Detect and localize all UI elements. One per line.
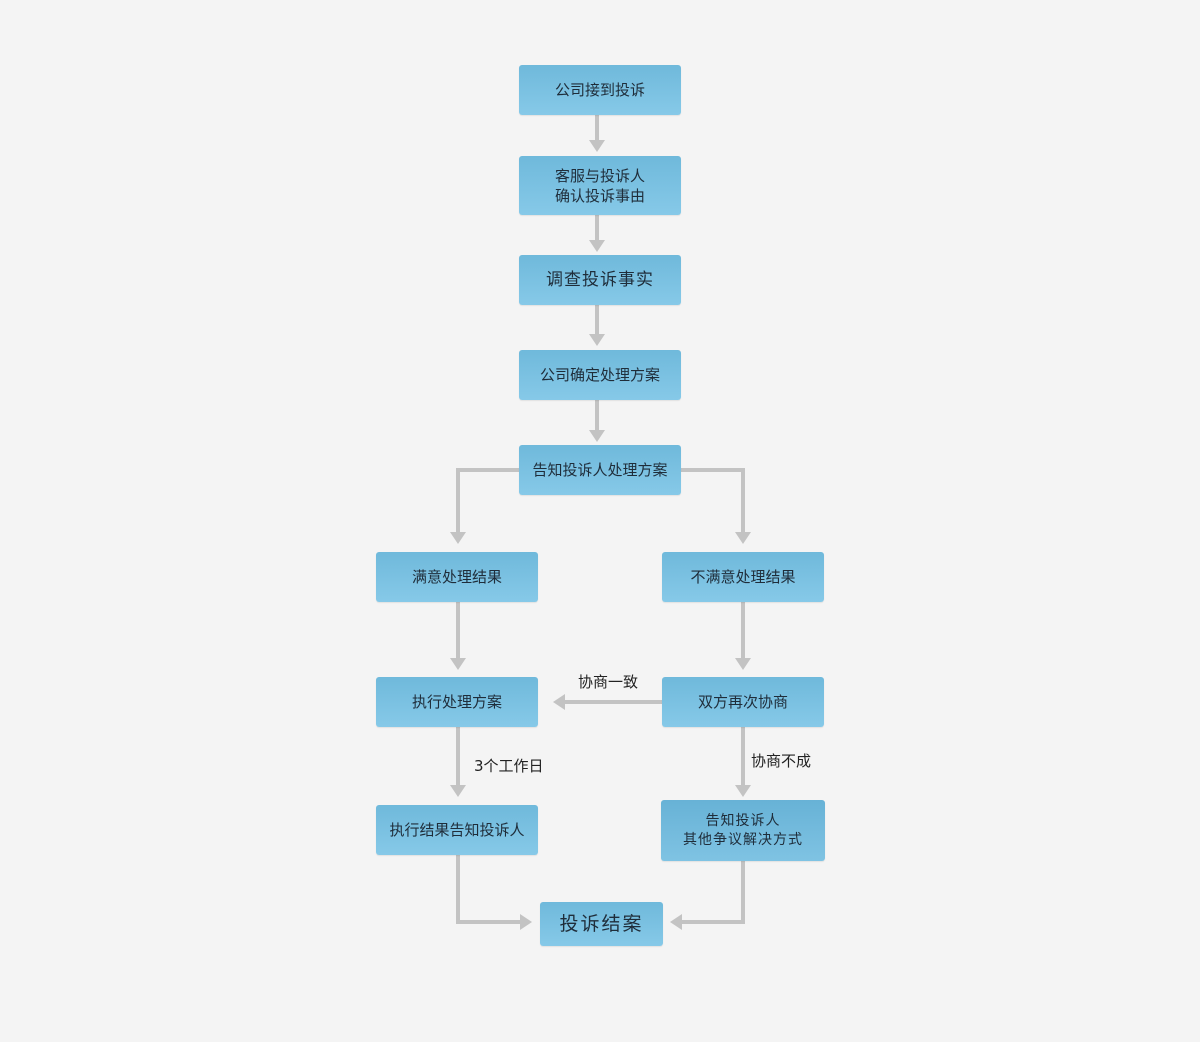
node-confirm-reason: 客服与投诉人 确认投诉事由 xyxy=(519,156,681,215)
label-agreement: 协商一致 xyxy=(578,673,639,691)
node-case-closed: 投诉结案 xyxy=(540,902,663,946)
edge-notify-result-close xyxy=(456,855,520,924)
node-decide-plan: 公司确定处理方案 xyxy=(519,350,681,400)
arrowhead xyxy=(589,140,605,152)
node-satisfied: 满意处理结果 xyxy=(376,552,538,602)
arrowhead xyxy=(450,532,466,544)
node-notify-other-resolution: 告知投诉人 其他争议解决方式 xyxy=(661,800,825,861)
arrowhead xyxy=(450,785,466,797)
arrowhead xyxy=(589,430,605,442)
node-receive-complaint: 公司接到投诉 xyxy=(519,65,681,115)
node-notify-plan: 告知投诉人处理方案 xyxy=(519,445,681,495)
arrowhead xyxy=(735,785,751,797)
arrowhead xyxy=(735,658,751,670)
edge-notify-other-close xyxy=(682,861,745,924)
label-three-working-days: 3个工作日 xyxy=(474,757,544,775)
label-no-agreement: 协商不成 xyxy=(751,752,812,770)
arrowhead xyxy=(553,694,565,710)
arrowhead xyxy=(520,914,532,930)
node-renegotiate: 双方再次协商 xyxy=(662,677,824,727)
edge-notify-plan-unsatisfied xyxy=(681,468,745,532)
node-notify-result: 执行结果告知投诉人 xyxy=(376,805,538,855)
node-execute-plan: 执行处理方案 xyxy=(376,677,538,727)
arrowhead xyxy=(589,240,605,252)
arrowhead xyxy=(735,532,751,544)
arrowhead xyxy=(450,658,466,670)
node-unsatisfied: 不满意处理结果 xyxy=(662,552,824,602)
edge-notify-plan-satisfied xyxy=(456,468,519,532)
node-investigate-facts: 调查投诉事实 xyxy=(519,255,681,305)
arrowhead xyxy=(589,334,605,346)
arrowhead xyxy=(670,914,682,930)
